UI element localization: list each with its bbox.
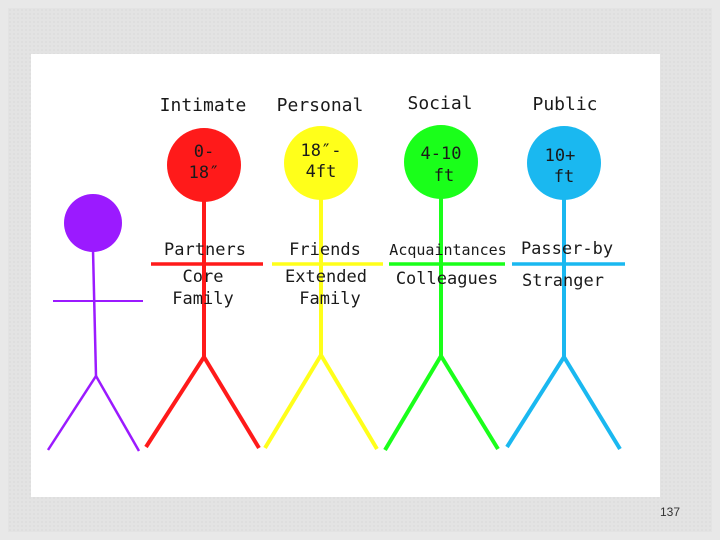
lower-label-intimate-line1: Core (182, 267, 224, 287)
page-number: 137 (659, 505, 681, 519)
range-public-line1: 10+ (544, 146, 576, 166)
range-intimate-line1: 0- (193, 142, 215, 162)
social-figure (383, 125, 505, 452)
upper-label-intimate: Partners (164, 240, 246, 260)
intimate-figure (144, 128, 263, 450)
lower-label-intimate-line2: Family (172, 289, 234, 309)
self-right-leg (94, 375, 141, 452)
social-left-leg (383, 354, 443, 452)
range-social-line1: 4-10 (420, 144, 462, 164)
social-head (404, 125, 478, 199)
range-intimate-line2: 18″ (188, 163, 220, 183)
lower-label-social-line1: Colleagues (395, 269, 499, 289)
self-figure (46, 194, 143, 452)
range-public-line2: ft (553, 167, 575, 187)
personal-figure (263, 126, 383, 451)
intimate-right-leg (202, 355, 261, 450)
lower-label-personal-line2: Family (299, 289, 361, 309)
self-body (91, 249, 98, 377)
intimate-left-leg (144, 355, 206, 449)
range-social-line2: ft (433, 166, 455, 186)
zone-title-public: Public (532, 94, 598, 115)
personal-head (284, 126, 358, 200)
lower-label-public-line1: Stranger (522, 271, 604, 291)
zone-title-intimate: Intimate (159, 95, 247, 116)
personal-right-leg (319, 353, 379, 451)
range-personal-line2: 4ft (305, 162, 337, 182)
social-right-leg (439, 354, 500, 451)
upper-label-public: Passer-by (520, 239, 614, 259)
personal-left-leg (263, 353, 323, 450)
self-left-leg (46, 375, 98, 451)
range-personal-line1: 18″- (300, 141, 342, 161)
upper-label-personal: Friends (289, 240, 361, 260)
public-figure (505, 126, 625, 451)
self-head (64, 194, 122, 252)
upper-label-social: Acquaintances (389, 241, 507, 259)
public-left-leg (505, 355, 566, 449)
lower-label-personal-line1: Extended (285, 267, 367, 287)
public-head (527, 126, 601, 200)
zone-title-social: Social (407, 93, 473, 114)
public-right-leg (562, 355, 622, 451)
intimate-head (167, 128, 241, 202)
zone-title-personal: Personal (276, 95, 364, 116)
